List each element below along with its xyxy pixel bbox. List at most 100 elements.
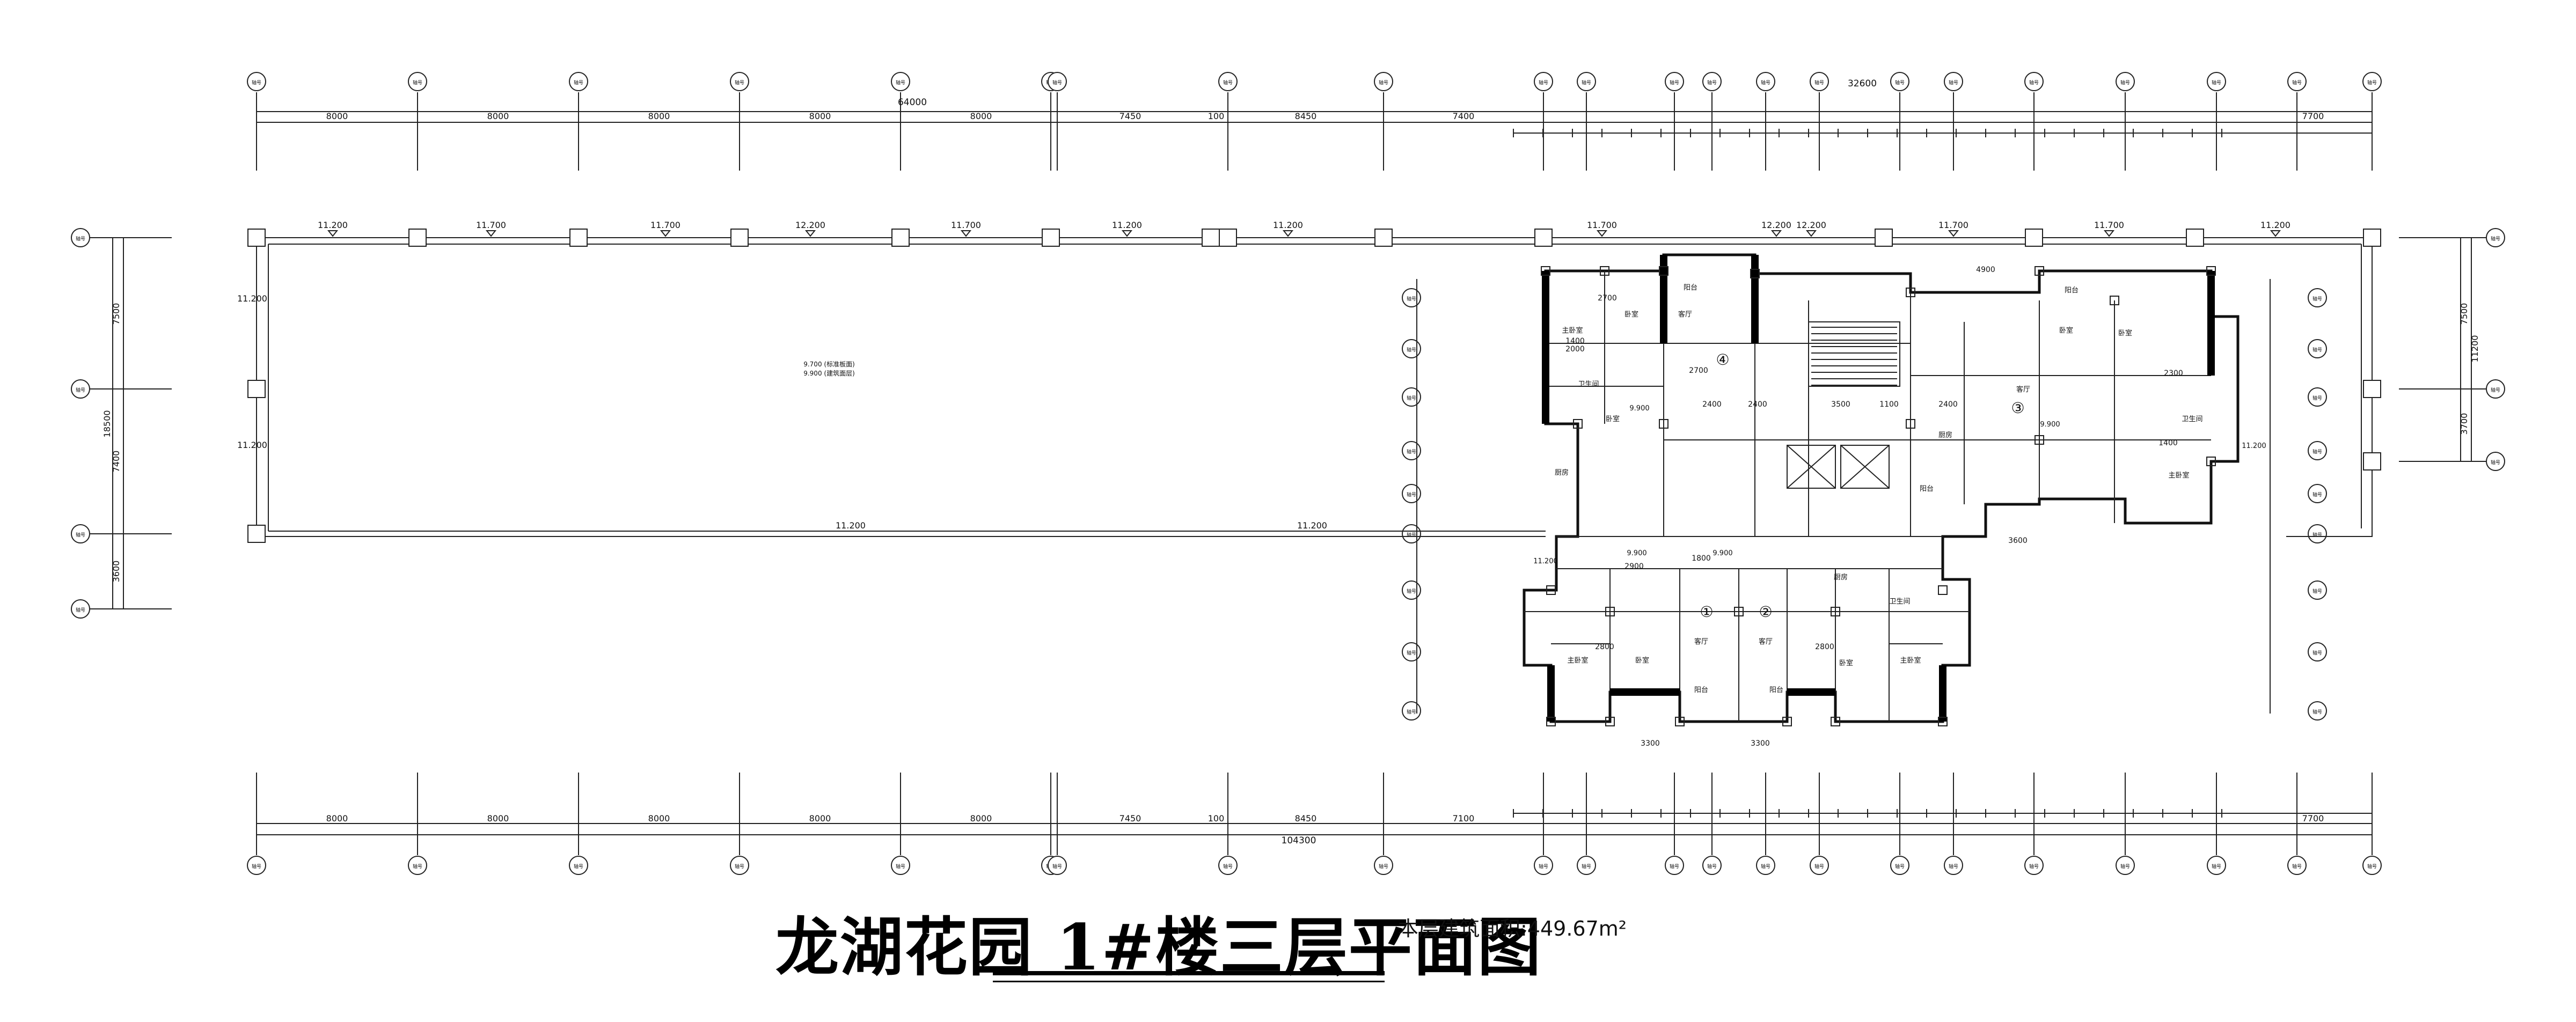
axis-bubble-label: 轴号 bbox=[2212, 863, 2221, 870]
column bbox=[569, 229, 588, 247]
axis-bubble-label: 轴号 bbox=[1379, 79, 1388, 86]
core-column bbox=[2035, 266, 2044, 276]
core-column bbox=[1573, 419, 1583, 429]
stair bbox=[1808, 321, 1900, 387]
axis-bubble-label: 轴号 bbox=[2292, 863, 2302, 870]
column bbox=[1534, 229, 1553, 247]
core-dim: 2800 bbox=[1595, 643, 1614, 651]
axis-bubble bbox=[1402, 701, 1421, 720]
core-column bbox=[2206, 457, 2216, 466]
core-dim: 4900 bbox=[1976, 266, 1995, 274]
level-mark: 11.700 bbox=[650, 220, 680, 230]
room-label: 卧室 bbox=[2059, 326, 2073, 335]
core-column bbox=[1605, 607, 1615, 616]
level-mark: 11.200 bbox=[2260, 220, 2290, 230]
column bbox=[1042, 229, 1060, 247]
axis-bubble-label: 轴号 bbox=[1407, 709, 1416, 715]
room-label: 卧室 bbox=[2118, 329, 2132, 337]
axis-bubble bbox=[2024, 72, 2044, 91]
level-mark: 12.200 bbox=[1796, 220, 1826, 230]
axis-bubble bbox=[1577, 856, 1596, 875]
core-dim: 1400 bbox=[1565, 337, 1585, 345]
core-dim: 1400 bbox=[2158, 439, 2178, 447]
axis-bubble bbox=[1810, 856, 1829, 875]
axis-bubble-label: 轴号 bbox=[2312, 296, 2322, 302]
room-label: 主卧室 bbox=[1562, 326, 1583, 335]
dim-text: 7500 bbox=[2459, 303, 2469, 325]
dim-text: 7700 bbox=[2302, 111, 2324, 121]
room-label: 卫生间 bbox=[1889, 598, 1910, 606]
axis-bubble bbox=[408, 856, 427, 875]
axis-bubble-label: 轴号 bbox=[1052, 79, 1062, 86]
level-triangle bbox=[2270, 230, 2281, 237]
dim-text: 8000 bbox=[326, 813, 348, 824]
dim-text: 3700 bbox=[2459, 413, 2469, 435]
axis-bubble-label: 轴号 bbox=[2367, 79, 2377, 86]
axis-bubble bbox=[2308, 441, 2327, 460]
dim-text: 7700 bbox=[2302, 813, 2324, 824]
core-column bbox=[1659, 419, 1668, 429]
room-label: 厨房 bbox=[1938, 431, 1952, 439]
core-column bbox=[1938, 717, 1948, 726]
level-triangle bbox=[2103, 230, 2115, 237]
axis-bubble-label: 轴号 bbox=[2312, 588, 2322, 594]
dim-text: 104300 bbox=[1282, 835, 1316, 846]
core-dim: 3500 bbox=[1831, 400, 1850, 409]
axis-bubble-label: 轴号 bbox=[252, 863, 261, 870]
axis-bubble bbox=[2308, 387, 2327, 407]
axis-bubble bbox=[2308, 484, 2327, 503]
axis-bubble bbox=[1756, 856, 1775, 875]
column bbox=[247, 380, 266, 398]
axis-bubble-label: 轴号 bbox=[76, 236, 85, 242]
axis-bubble bbox=[2362, 856, 2382, 875]
core-column bbox=[1600, 266, 1609, 276]
level-note: 9.700 (标准板面) bbox=[803, 361, 855, 368]
room-label: 客厅 bbox=[1678, 310, 1692, 319]
axis-bubble-label: 轴号 bbox=[1761, 863, 1770, 870]
axis-bubble-label: 轴号 bbox=[2029, 863, 2039, 870]
axis-bubble bbox=[2024, 856, 2044, 875]
column bbox=[408, 229, 427, 247]
axis-bubble bbox=[891, 72, 910, 91]
core-dim: 2000 bbox=[1565, 345, 1585, 354]
level-mark: 9.900 bbox=[1629, 405, 1649, 413]
core-column bbox=[1541, 266, 1550, 276]
axis-bubble bbox=[1048, 856, 1067, 875]
title-underline-heavy bbox=[993, 971, 1385, 975]
axis-bubble-label: 轴号 bbox=[2312, 448, 2322, 455]
core-column bbox=[1831, 607, 1840, 616]
level-mark: 11.200 bbox=[237, 293, 267, 304]
core-column bbox=[1546, 585, 1556, 595]
dim-text: 8000 bbox=[648, 111, 670, 121]
level-note: 9.900 (建筑面层) bbox=[803, 369, 855, 377]
core-column bbox=[1906, 419, 1915, 429]
level-triangle bbox=[485, 230, 497, 237]
axis-bubble bbox=[1756, 72, 1775, 91]
axis-bubble-label: 轴号 bbox=[735, 79, 744, 86]
axis-bubble bbox=[2308, 288, 2327, 307]
axis-bubble bbox=[1402, 387, 1421, 407]
axis-bubble-label: 轴号 bbox=[896, 79, 905, 86]
level-mark: 11.200 bbox=[237, 440, 267, 450]
level-triangle bbox=[1805, 230, 1817, 237]
axis-bubble bbox=[2308, 642, 2327, 661]
level-mark: 11.700 bbox=[1587, 220, 1617, 230]
axis-bubble bbox=[1890, 72, 1909, 91]
core-dim: 2700 bbox=[1598, 294, 1617, 303]
room-label: 客厅 bbox=[1694, 637, 1708, 646]
level-mark: 11.200 bbox=[1297, 520, 1327, 531]
dim-text: 32600 bbox=[1848, 78, 1877, 89]
axis-bubble bbox=[730, 72, 749, 91]
column bbox=[2363, 380, 2381, 398]
axis-bubble-label: 轴号 bbox=[76, 607, 85, 613]
core-dim: 2400 bbox=[1702, 400, 1722, 409]
dim-text: 8000 bbox=[648, 813, 670, 824]
core-dim: 1100 bbox=[1879, 400, 1899, 409]
axis-bubble bbox=[891, 856, 910, 875]
axis-bubble-label: 轴号 bbox=[413, 79, 422, 86]
axis-bubble bbox=[1402, 580, 1421, 600]
core-column bbox=[1782, 717, 1792, 726]
column bbox=[2363, 452, 2381, 470]
dim-text: 7450 bbox=[1119, 111, 1141, 121]
